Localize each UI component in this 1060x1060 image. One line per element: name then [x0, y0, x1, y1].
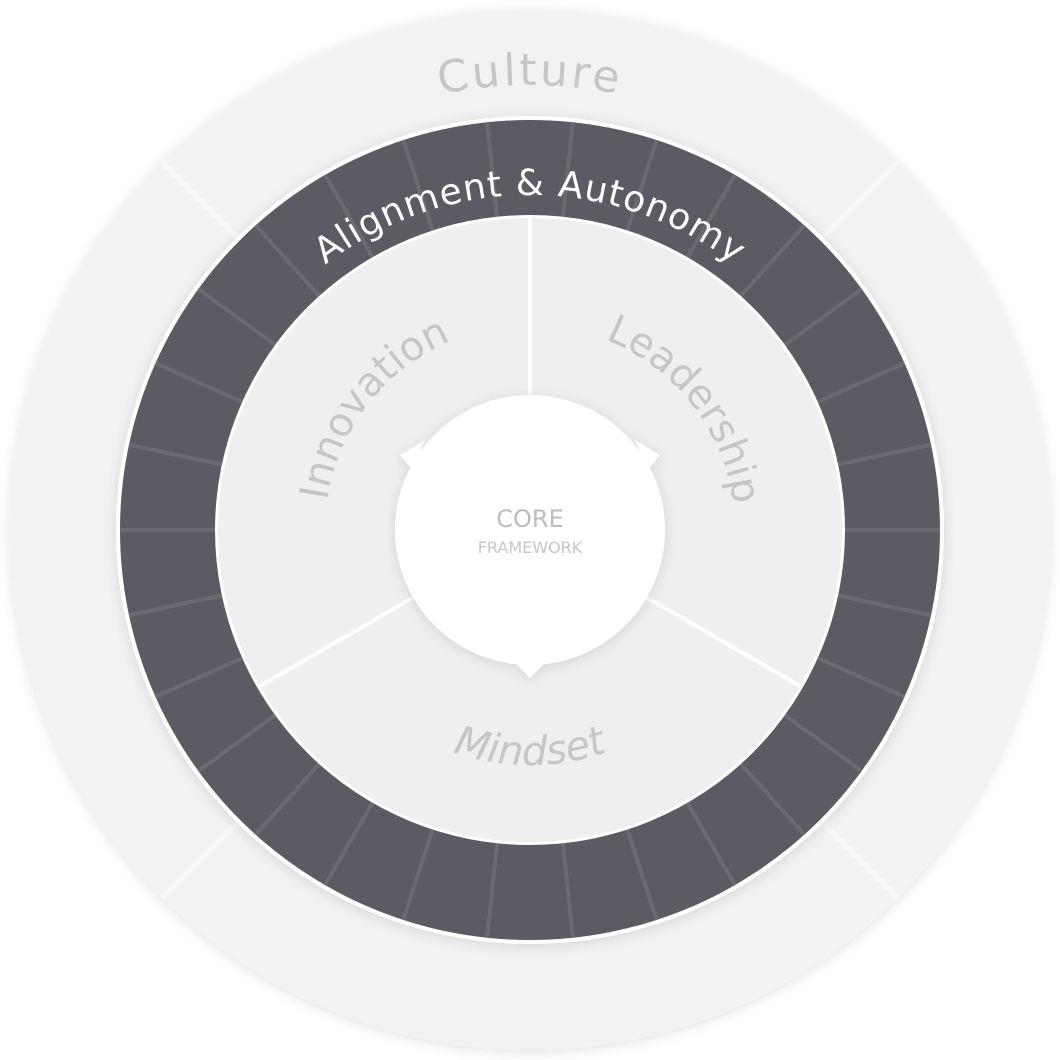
culture-segment-divider: [820, 820, 900, 900]
ring-segment-divider: [560, 840, 575, 938]
ring-segment-divider: [154, 361, 246, 405]
ring-segment-divider: [834, 442, 932, 468]
core-subtitle: FRAMEWORK: [478, 538, 583, 557]
ring-segment-divider: [684, 173, 737, 261]
ring-segment-divider: [323, 799, 376, 887]
ring-segment-divider: [684, 799, 737, 887]
ring-segment-divider: [737, 223, 806, 300]
ring-segment-divider: [814, 655, 906, 699]
ring-segment-divider: [254, 223, 323, 300]
core-circle[interactable]: [395, 395, 665, 678]
ring-segment-divider: [323, 173, 376, 261]
alignment-ring-dividers: [120, 122, 940, 938]
ring-segment-divider: [737, 760, 806, 837]
ring-segment-divider: [197, 287, 279, 349]
ring-segment-divider: [485, 840, 500, 938]
ring-segment-divider: [560, 122, 575, 220]
ring-segment-divider: [781, 287, 863, 349]
culture-ring-dividers: [160, 160, 900, 900]
ring-segment-divider: [781, 711, 863, 773]
culture-label: Culture: [433, 45, 626, 105]
culture-segment-divider: [820, 160, 900, 240]
culture-segment-divider: [160, 820, 240, 900]
ring-segment-divider: [834, 592, 932, 618]
ring-segment-divider: [814, 361, 906, 405]
ring-segment-divider: [154, 655, 246, 699]
ring-segment-divider: [624, 826, 659, 921]
ring-segment-divider: [624, 139, 659, 234]
ring-segment-divider: [128, 592, 226, 618]
ring-segment-divider: [401, 826, 436, 921]
ring-segment-divider: [254, 760, 323, 837]
ring-segment-divider: [485, 122, 500, 220]
core-title: CORE: [496, 505, 564, 533]
ring-segment-divider: [401, 139, 436, 234]
culture-segment-divider: [160, 160, 240, 240]
ring-segment-divider: [197, 711, 279, 773]
ring-segment-divider: [128, 442, 226, 468]
